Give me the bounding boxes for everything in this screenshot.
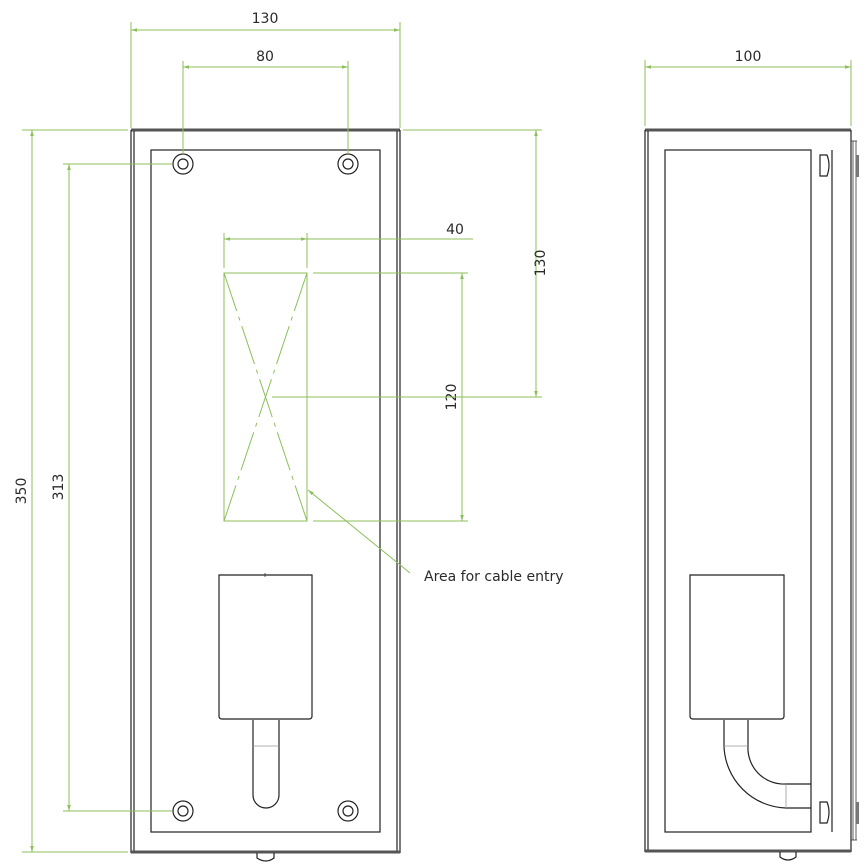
mounting-hole-bottom-right xyxy=(337,800,359,822)
dim-cable-area-width: 40 xyxy=(223,222,473,268)
side-clip-top xyxy=(819,154,830,177)
dim-label-overall-depth: 100 xyxy=(735,49,762,65)
dim-label-hole-spacing-horizontal: 80 xyxy=(256,49,274,65)
cable-entry-annotation: Area for cable entry xyxy=(424,569,564,585)
dim-cable-area-offset: 130 xyxy=(272,129,549,398)
side-lamp-body xyxy=(689,574,811,809)
dim-hole-spacing-vertical: 313 xyxy=(51,163,172,812)
dim-overall-width: 130 xyxy=(130,11,401,128)
dim-overall-depth: 100 xyxy=(644,49,852,126)
dim-cable-area-height: 120 xyxy=(313,272,468,522)
side-view: 100 xyxy=(644,49,859,861)
mounting-hole-bottom-left xyxy=(172,800,194,822)
dim-label-cable-area-offset: 130 xyxy=(533,250,549,277)
side-clip-bottom xyxy=(819,801,830,824)
dim-overall-height: 350 xyxy=(14,129,128,853)
dim-hole-spacing-horizontal: 80 xyxy=(182,49,349,154)
front-lamp-body xyxy=(218,573,313,809)
mounting-hole-top-left xyxy=(172,153,194,175)
dim-label-cable-area-width: 40 xyxy=(446,222,464,238)
side-bottom-screw xyxy=(779,852,797,861)
cable-entry-leader: Area for cable entry xyxy=(307,489,564,585)
mounting-hole-top-right xyxy=(337,153,359,175)
dim-label-hole-spacing-vertical: 313 xyxy=(51,474,67,501)
front-housing-outline xyxy=(130,128,401,854)
front-inner-panel xyxy=(150,149,381,833)
dim-label-overall-width: 130 xyxy=(252,11,279,27)
front-bottom-screw xyxy=(256,853,275,862)
dim-label-overall-height: 350 xyxy=(14,478,30,505)
side-inner-panel xyxy=(664,149,812,833)
side-rear-plate xyxy=(851,140,859,841)
front-view: 130 80 350 313 40 xyxy=(14,11,564,862)
side-housing-outline xyxy=(644,128,852,853)
